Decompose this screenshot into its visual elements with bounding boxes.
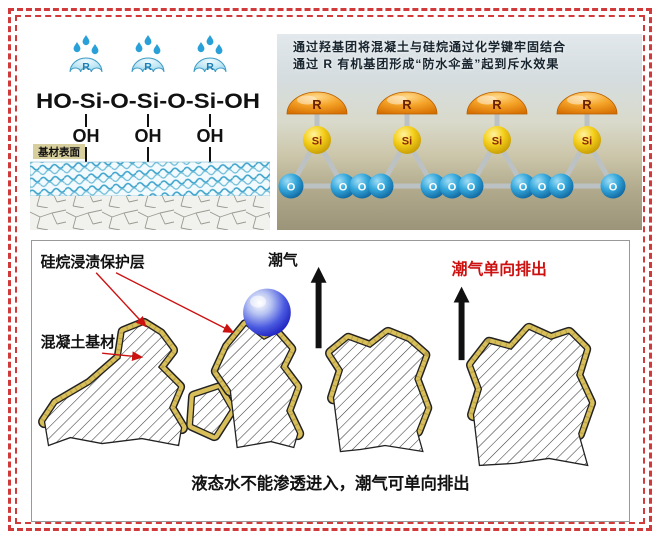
sphere-highlight xyxy=(250,295,266,308)
o-label: O xyxy=(538,182,547,194)
silane-formula: HO-Si-O-Si-O-Si-OH xyxy=(36,90,260,113)
r-dome xyxy=(376,91,438,115)
o-label: O xyxy=(429,182,438,194)
molecular-diagram: R R R R Si Si Si Si xyxy=(278,91,626,199)
concrete-hatch xyxy=(330,332,427,453)
si-label: Si xyxy=(492,136,502,148)
o-label: O xyxy=(557,182,566,194)
umbrella-icon xyxy=(193,57,227,73)
r-label: R xyxy=(492,97,502,112)
si-sphere xyxy=(303,126,331,154)
one-way-out-label: 潮气单向排出 xyxy=(452,260,547,279)
o-sphere xyxy=(600,173,626,199)
r-label: R xyxy=(402,97,412,112)
r-group-label: R xyxy=(206,61,214,73)
concrete-mass xyxy=(325,326,433,453)
concrete-mass xyxy=(466,322,597,467)
si-sphere xyxy=(393,126,421,154)
caption-line-1: 通过羟基团将混凝土与硅烷通过化学键牢固结合 xyxy=(293,40,567,54)
concrete-mass xyxy=(38,317,189,447)
r-dome-group: R R R R xyxy=(286,91,618,115)
oh-label: OH xyxy=(197,126,224,146)
hydroxyl-surface-texture xyxy=(30,161,270,197)
o-sphere xyxy=(510,173,536,199)
molecular-captions: 通过羟基团将混凝土与硅烷通过化学键牢固结合 通过 R 有机基团形成“防水伞盖”起… xyxy=(293,39,566,73)
coating-label: 硅烷浸渍保护层 xyxy=(41,253,145,271)
o-sphere xyxy=(278,173,304,199)
water-droplet-sphere xyxy=(243,288,291,337)
concrete-hatch xyxy=(43,323,183,447)
umbrella-icon xyxy=(131,57,165,73)
si-label: Si xyxy=(402,136,412,148)
si-sphere-group: Si Si Si Si xyxy=(303,126,601,154)
o-label: O xyxy=(339,182,348,194)
umbrella-icon xyxy=(69,57,103,73)
rain-drops xyxy=(73,35,223,55)
panel-mechanism: 硅烷浸渍保护层 潮气 潮气单向排出 混凝土基材 液态水不能渗透进入，潮气可单向排… xyxy=(31,240,630,522)
o-sphere xyxy=(548,173,574,199)
o-sphere xyxy=(330,173,356,199)
o-sphere xyxy=(368,173,394,199)
r-umbrella-group: R R R xyxy=(69,57,227,73)
si-label: Si xyxy=(582,136,592,148)
oh-labels: OH OH OH xyxy=(73,126,224,146)
moisture-up-arrow-icon xyxy=(310,266,327,349)
substrate-surface-label: 基材表面 xyxy=(37,146,80,159)
r-label: R xyxy=(312,97,322,112)
bond-lines-to-surface xyxy=(85,147,211,163)
r-group-label: R xyxy=(144,61,152,73)
substrate-label: 混凝土基材 xyxy=(41,333,115,351)
o-label: O xyxy=(467,182,476,194)
si-sphere xyxy=(483,126,511,154)
coating-leader-lines xyxy=(95,272,235,362)
r-dome xyxy=(556,91,618,115)
si-sphere xyxy=(573,126,601,154)
bond-lines xyxy=(85,114,211,127)
outer-dashed-border xyxy=(8,8,652,531)
moisture-label: 潮气 xyxy=(268,251,298,269)
concrete-hatch xyxy=(471,328,591,467)
moisture-up-arrow-icon xyxy=(453,286,470,361)
o-label: O xyxy=(358,182,367,194)
o-sphere xyxy=(439,173,465,199)
dome-highlight xyxy=(567,95,587,105)
concrete-hatch xyxy=(216,324,299,449)
r-label: R xyxy=(582,97,592,112)
substrate-surface-label-bg xyxy=(33,144,85,159)
panel-molecular-structure: 通过羟基团将混凝土与硅烷通过化学键牢固结合 通过 R 有机基团形成“防水伞盖”起… xyxy=(277,34,642,230)
concrete-texture xyxy=(30,196,270,230)
r-dome xyxy=(286,91,348,115)
o-label: O xyxy=(448,182,457,194)
inner-dashed-border xyxy=(15,15,645,524)
dome-highlight xyxy=(297,95,317,105)
o-sphere xyxy=(529,173,555,199)
dome-highlight xyxy=(477,95,497,105)
concrete-mass xyxy=(210,318,305,449)
r-group-label: R xyxy=(82,61,90,73)
o-label: O xyxy=(519,182,528,194)
o-sphere xyxy=(420,173,446,199)
o-sphere xyxy=(349,173,375,199)
o-sphere-group: O O O O O O O O O O O xyxy=(278,173,626,199)
panel-hydrolysis-scheme: R R R HO-Si-O-Si-O-Si-OH OH OH OH 基材表面 xyxy=(30,32,270,230)
r-dome xyxy=(466,91,528,115)
dome-highlight xyxy=(387,95,407,105)
mechanism-caption: 液态水不能渗透进入，潮气可单向排出 xyxy=(191,474,469,493)
mechanism-diagram: 硅烷浸渍保护层 潮气 潮气单向排出 混凝土基材 液态水不能渗透进入，潮气可单向排… xyxy=(38,251,597,493)
caption-line-2: 通过 R 有机基团形成“防水伞盖”起到斥水效果 xyxy=(293,57,560,71)
si-label: Si xyxy=(312,136,322,148)
o-label: O xyxy=(377,182,386,194)
o-sphere xyxy=(458,173,484,199)
hydrolysis-diagram: R R R HO-Si-O-Si-O-Si-OH OH OH OH 基材表面 xyxy=(30,35,270,230)
o-label: O xyxy=(287,182,296,194)
concrete-pore-blob xyxy=(186,382,237,442)
oh-label: OH xyxy=(73,126,100,146)
concrete-hatch xyxy=(191,388,231,436)
o-label: O xyxy=(609,182,618,194)
oh-label: OH xyxy=(135,126,162,146)
